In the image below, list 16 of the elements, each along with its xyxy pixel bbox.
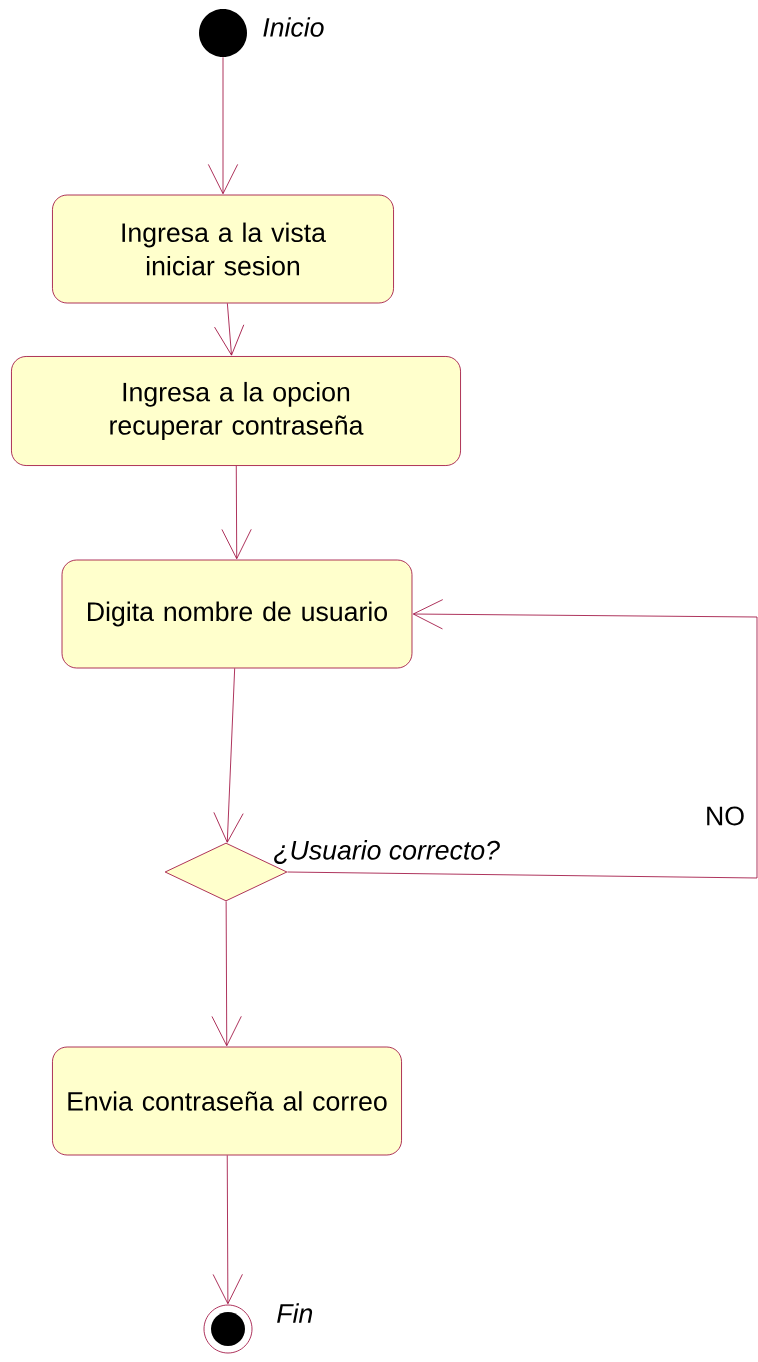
arrow bbox=[207, 56, 239, 195]
start-node bbox=[199, 9, 247, 57]
action-box: Digita nombre de usuario bbox=[61, 559, 413, 669]
node-caption: ¿Usuario correcto? bbox=[274, 840, 500, 864]
arrow bbox=[213, 668, 244, 843]
action-box: Ingresa a la vista iniciar sesion bbox=[52, 194, 394, 304]
arrow bbox=[212, 1155, 243, 1305]
arrow bbox=[287, 599, 758, 879]
action-box: Ingresa a la opcion recuperar contraseña bbox=[11, 356, 461, 466]
end-node bbox=[203, 1304, 253, 1354]
node-caption: Inicio bbox=[263, 17, 324, 37]
node-caption: Fin bbox=[277, 1303, 313, 1323]
arrow bbox=[211, 900, 242, 1047]
arrow bbox=[221, 465, 252, 560]
action-box: Envia contraseña al correo bbox=[52, 1046, 402, 1156]
edge-label: NO bbox=[703, 805, 747, 827]
